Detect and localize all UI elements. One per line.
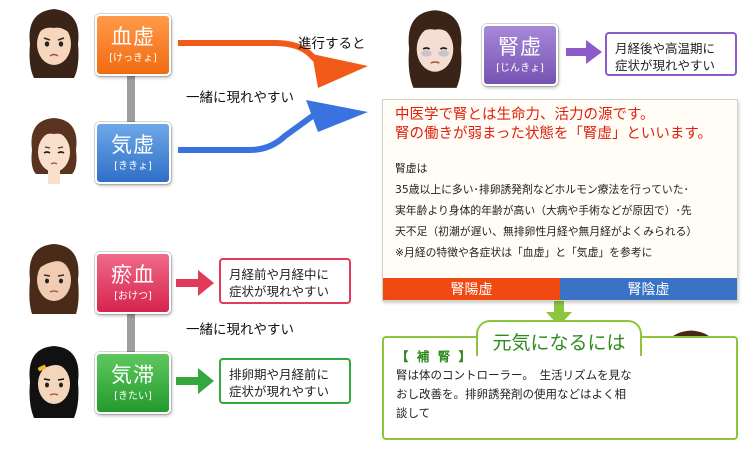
jinkyo-explanation-panel: 中医学で腎とは生命力、活力の源です。 腎の働きが弱まった状態を「腎虚」といいます… xyxy=(382,99,738,301)
condition-kikyo-name: 気虚 xyxy=(111,133,155,158)
note-oketsu: 月経前や月経中に 症状が現れやすい xyxy=(219,258,351,304)
panel-body: 腎虚は 35歳以上に多い･排卵誘発剤などホルモン療法を行っていた･ 実年齢より身… xyxy=(395,158,731,263)
condition-jinkyo-kana: [じんきょ] xyxy=(496,62,544,74)
remedy-body-line-1: 腎は体のコントローラー。 生活リズムを見な xyxy=(396,368,632,382)
condition-kitai: 気滞 [きたい] xyxy=(95,352,171,414)
remedy-heading: 【 補 腎 】 xyxy=(396,349,474,364)
label-together-bottom: 一緒に現れやすい xyxy=(186,322,294,338)
connector-oketsu-kitai xyxy=(127,300,135,360)
tab-jininkyo: 腎陰虚 xyxy=(560,278,737,300)
condition-oketsu-name: 瘀血 xyxy=(111,263,155,288)
note-jinkyo-line-1: 月経後や高温期に xyxy=(615,41,716,56)
label-together-top: 一緒に現れやすい xyxy=(186,90,294,106)
panel-headline-line-1: 中医学で腎とは生命力、活力の源です。 xyxy=(395,107,655,123)
condition-kitai-name: 気滞 xyxy=(111,363,155,388)
condition-kitai-kana: [きたい] xyxy=(114,390,152,402)
arrow-kitai-to-note xyxy=(176,368,214,394)
note-kitai-line-1: 排卵期や月経前に xyxy=(229,367,330,382)
remedy-body: 腎は体のコントローラー。 生活リズムを見な おし改善を。排卵誘発剤の使用などはよ… xyxy=(396,366,652,423)
condition-jinkyo-name: 腎虚 xyxy=(498,35,542,60)
remedy-title: 元気になるには xyxy=(492,332,626,354)
condition-ketsukyo: 血虚 [けっきょ] xyxy=(95,14,171,76)
arrow-jinkyo-to-note xyxy=(566,40,602,64)
panel-headline-line-2: 腎の働きが弱まった状態を「腎虚」といいます。 xyxy=(395,126,712,142)
face-oketsu-icon xyxy=(29,244,79,314)
face-kikyo-icon xyxy=(31,118,77,184)
note-kitai: 排卵期や月経前に 症状が現れやすい xyxy=(219,358,351,404)
connector-ketsukyo-kikyo xyxy=(127,76,135,132)
panel-body-line-5: ※月経の特徴や各症状は「血虚」と「気虚」を参考に xyxy=(395,246,653,259)
panel-headline: 中医学で腎とは生命力、活力の源です。 腎の働きが弱まった状態を「腎虚」といいます… xyxy=(395,106,712,144)
panel-body-line-1: 腎虚は xyxy=(395,162,428,175)
note-oketsu-line-2: 症状が現れやすい xyxy=(229,284,330,299)
face-kitai-icon xyxy=(29,346,79,418)
panel-type-tabs: 腎陽虚 腎陰虚 xyxy=(383,278,737,300)
arrow-kikyo-to-jinkyo xyxy=(178,100,368,153)
condition-kikyo-kana: [ききょ] xyxy=(114,160,152,172)
tab-jinyoukyo: 腎陽虚 xyxy=(383,278,560,300)
panel-body-line-3: 実年齢より身体的年齢が高い（大病や手術などが原因で）･先 xyxy=(395,204,692,217)
condition-ketsukyo-name: 血虚 xyxy=(111,25,155,50)
remedy-body-line-2: おし改善を。排卵誘発剤の使用などはよく相 xyxy=(396,387,626,401)
condition-oketsu: 瘀血 [おけつ] xyxy=(95,252,171,314)
condition-ketsukyo-kana: [けっきょ] xyxy=(109,52,157,64)
note-jinkyo-line-2: 症状が現れやすい xyxy=(615,58,716,73)
note-jinkyo: 月経後や高温期に 症状が現れやすい xyxy=(605,32,737,76)
arrow-panel-to-remedy xyxy=(546,300,572,326)
panel-body-line-4: 天不足（初潮が遅い、無排卵性月経や無月経がよくみられる） xyxy=(395,225,698,238)
condition-jinkyo: 腎虚 [じんきょ] xyxy=(482,24,558,86)
arrow-ketsukyo-to-jinkyo xyxy=(178,40,368,88)
face-jinkyo-icon xyxy=(408,10,462,88)
panel-body-line-2: 35歳以上に多い･排卵誘発剤などホルモン療法を行っていた･ xyxy=(395,183,689,196)
note-oketsu-line-1: 月経前や月経中に xyxy=(229,267,330,282)
label-progress: 進行すると xyxy=(298,36,366,52)
note-kitai-line-2: 症状が現れやすい xyxy=(229,384,330,399)
condition-oketsu-kana: [おけつ] xyxy=(114,290,152,302)
remedy-body-line-3: 談して xyxy=(396,406,431,420)
face-ketsukyo-icon xyxy=(29,9,79,78)
arrow-oketsu-to-note xyxy=(176,270,214,296)
remedy-title-tab xyxy=(476,320,642,356)
condition-kikyo: 気虚 [ききょ] xyxy=(95,122,171,184)
